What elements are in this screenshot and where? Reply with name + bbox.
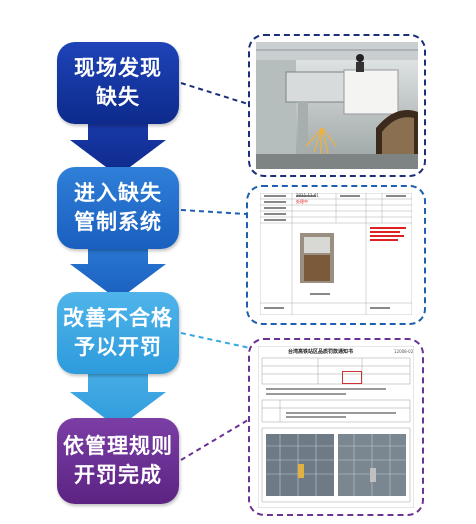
defect-record-status: 处理中 [296, 199, 308, 204]
penalty-stamp [342, 371, 362, 384]
penalty-notice-number: 12008-02 [394, 349, 414, 354]
connector-4 [180, 419, 249, 461]
step-1-line-2: 缺失 [96, 85, 140, 109]
defect-record-document [260, 193, 412, 315]
step-penalty-complete: 依管理规则 开罚完成 [57, 418, 179, 504]
step-1-line-1: 现场发现 [74, 56, 162, 80]
step-3-line-1: 改善不合格 [63, 306, 173, 330]
defect-record-frame [246, 185, 426, 325]
step-2-line-1: 进入缺失 [74, 181, 162, 205]
step-4-line-1: 依管理规则 [63, 434, 173, 458]
step-site-discovery: 现场发现 缺失 [57, 42, 179, 124]
step-4-line-2: 开罚完成 [74, 463, 162, 487]
connector-3 [180, 332, 251, 349]
flow-arrow-3 [70, 370, 166, 428]
step-3-line-2: 予以开罚 [74, 335, 162, 359]
flow-arrow-1 [70, 118, 166, 176]
penalty-notice-document [258, 346, 414, 508]
penalty-notice-frame [248, 338, 424, 516]
step-enter-control-system: 进入缺失 管制系统 [57, 167, 179, 249]
site-photo-frame [248, 34, 426, 177]
site-photo [256, 42, 418, 169]
connector-1 [180, 82, 249, 105]
connector-2 [180, 209, 247, 215]
step-improve-or-penalize: 改善不合格 予以开罚 [57, 292, 179, 374]
flow-arrow-2 [70, 244, 166, 300]
step-2-line-2: 管制系统 [74, 210, 162, 234]
defect-record-date: 2011.11.01 [296, 193, 319, 198]
penalty-notice-title: 台湾高铁站区品质罚款通知书 [288, 349, 354, 355]
